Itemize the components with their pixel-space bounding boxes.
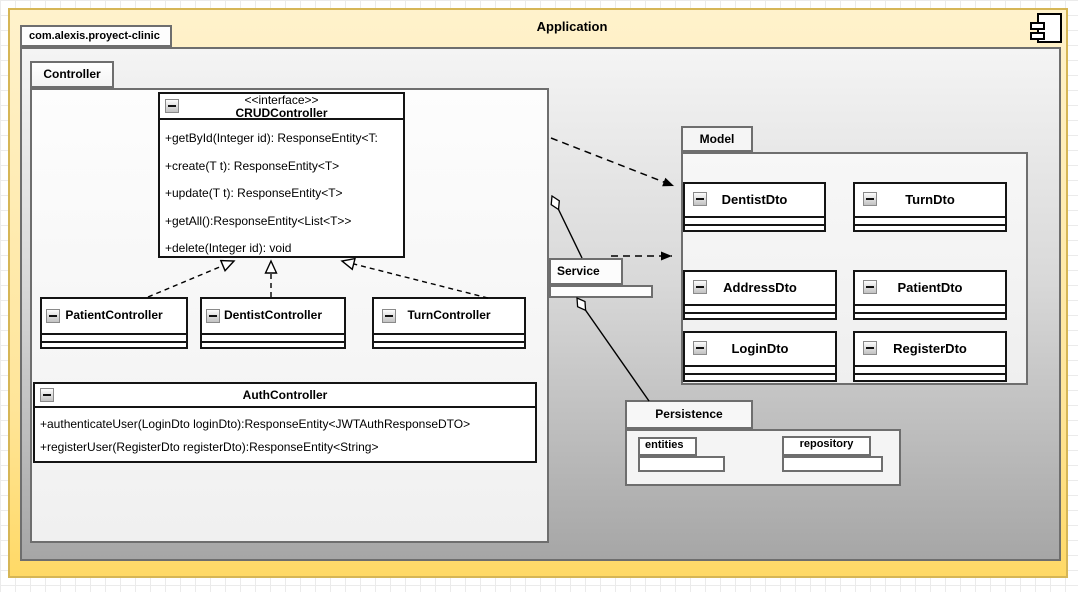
class-name: TurnDto [905,192,955,207]
method-compartment: +authenticateUser(LoginDto loginDto):Res… [35,408,535,459]
minus-collapse-icon[interactable] [40,388,54,402]
class-name: RegisterDto [893,341,967,356]
attribute-compartment [855,365,1005,373]
package-body-repository[interactable] [782,456,883,472]
minus-collapse-icon[interactable] [165,99,179,113]
method: +getById(Integer id): ResponseEntity<T: [165,131,378,145]
class-crud-controller[interactable]: <<interface>> CRUDController +getById(In… [158,92,405,258]
package-tab-repository-label: repository [799,438,854,450]
class-title: PatientDto [855,272,1005,304]
minus-collapse-icon[interactable] [693,280,707,294]
class-patient-dto[interactable]: PatientDto [853,270,1007,320]
attribute-compartment [202,333,344,341]
method: +registerUser(RegisterDto registerDto):R… [40,440,379,454]
package-body-service[interactable] [549,285,653,298]
class-address-dto[interactable]: AddressDto [683,270,837,320]
minus-collapse-icon[interactable] [693,192,707,206]
package-tab-repository[interactable]: repository [782,436,871,456]
package-tab-model-label: Model [699,132,735,146]
class-name: DentistController [223,308,322,322]
minus-collapse-icon[interactable] [863,341,877,355]
class-title: LoginDto [685,333,835,365]
uml-component-icon-port-bottom [1030,32,1045,40]
class-name: DentistDto [721,192,788,207]
attribute-compartment [855,304,1005,312]
minus-collapse-icon[interactable] [382,309,396,323]
method-compartment [685,312,835,320]
package-tab-model[interactable]: Model [681,126,753,152]
class-name: TurnController [407,308,491,322]
package-tab-proyect-clinic-label: com.alexis.proyect-clinic [29,30,160,42]
method: +getAll():ResponseEntity<List<T>> [165,213,352,228]
class-title: AuthController [35,384,535,408]
method: +delete(Integer id): void [165,241,292,255]
class-turn-controller[interactable]: TurnController [372,297,526,349]
method-compartment [42,341,186,349]
package-tab-persistence[interactable]: Persistence [625,400,753,429]
method-compartment [855,373,1005,381]
class-title: TurnDto [855,184,1005,216]
application-frame-title: Application [536,19,608,34]
class-crud-controller-header: <<interface>> CRUDController [160,94,403,120]
attribute-compartment [685,216,824,224]
class-title: AddressDto [685,272,835,304]
method-compartment [374,341,524,349]
minus-collapse-icon[interactable] [863,280,877,294]
method: +update(T t): ResponseEntity<T> [165,186,343,200]
class-dentist-controller[interactable]: DentistController [200,297,346,349]
package-tab-entities-label: entities [645,439,684,451]
attribute-compartment [685,304,835,312]
attribute-compartment [374,333,524,341]
minus-collapse-icon[interactable] [206,309,220,323]
package-tab-controller-label: Controller [43,67,101,81]
class-title: RegisterDto [855,333,1005,365]
class-auth-controller[interactable]: AuthController +authenticateUser(LoginDt… [33,382,537,463]
method-compartment [855,312,1005,320]
attribute-compartment [855,216,1005,224]
method-compartment [855,224,1005,232]
attribute-compartment [685,365,835,373]
package-body-entities[interactable] [638,456,725,472]
interface-stereotype: <<interface>> [244,93,319,107]
package-tab-persistence-label: Persistence [655,407,723,421]
uml-component-icon-port-top [1030,22,1045,30]
class-name: LoginDto [731,341,789,356]
method: +authenticateUser(LoginDto loginDto):Res… [40,417,471,431]
method-compartment [202,341,344,349]
class-register-dto[interactable]: RegisterDto [853,331,1007,382]
minus-collapse-icon[interactable] [693,341,707,355]
class-title: PatientController [42,299,186,333]
class-dentist-dto[interactable]: DentistDto [683,182,826,232]
package-tab-controller[interactable]: Controller [30,61,114,88]
method: +create(T t): ResponseEntity<T> [165,158,340,173]
class-turn-dto[interactable]: TurnDto [853,182,1007,232]
method-compartment [685,224,824,232]
method-compartment [685,373,835,381]
class-name: AddressDto [723,280,797,295]
class-title: DentistController [202,299,344,333]
class-login-dto[interactable]: LoginDto [683,331,837,382]
class-name: AuthController [242,388,328,402]
minus-collapse-icon[interactable] [46,309,60,323]
attribute-compartment [42,333,186,341]
class-name: PatientController [65,308,163,322]
class-title: TurnController [374,299,524,333]
class-title: DentistDto [685,184,824,216]
class-name: PatientDto [897,280,963,295]
method-compartment: +getById(Integer id): ResponseEntity<T: … [160,120,403,263]
class-patient-controller[interactable]: PatientController [40,297,188,349]
package-tab-proyect-clinic[interactable]: com.alexis.proyect-clinic [20,25,172,47]
package-tab-service-label: Service [557,264,600,278]
package-tab-service[interactable]: Service [549,258,623,285]
package-tab-entities[interactable]: entities [638,437,697,456]
class-name: CRUDController [235,106,328,120]
minus-collapse-icon[interactable] [863,192,877,206]
